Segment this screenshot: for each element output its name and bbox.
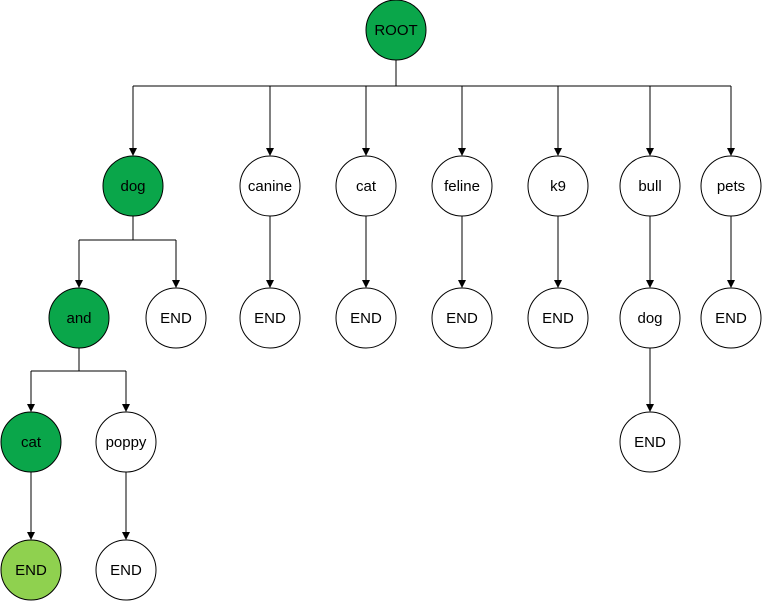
- node-label-poppy_end: END: [110, 562, 142, 579]
- node-circle-pets_end: [700, 287, 762, 349]
- node-label-k9: k9: [550, 178, 566, 195]
- node-label-cat2_end: END: [15, 562, 47, 579]
- node-label-k9_end: END: [542, 310, 574, 327]
- node-root: ROOT: [365, 0, 427, 61]
- node-cat1_end: END: [335, 287, 397, 349]
- node-label-canine_end: END: [254, 310, 286, 327]
- node-feline: feline: [431, 155, 493, 217]
- node-circle-bulldog_end: [619, 411, 681, 473]
- node-canine_end: END: [239, 287, 301, 349]
- node-circle-cat1_end: [335, 287, 397, 349]
- node-pets_end: END: [700, 287, 762, 349]
- node-bull: bull: [619, 155, 681, 217]
- node-label-cat1: cat: [356, 178, 377, 195]
- node-label-root: ROOT: [374, 22, 417, 39]
- node-circle-dog: [102, 155, 164, 217]
- node-label-pets_end: END: [715, 310, 747, 327]
- node-cat2_end: END: [0, 539, 62, 601]
- node-k9: k9: [527, 155, 589, 217]
- node-bulldog_end: END: [619, 411, 681, 473]
- node-label-pets: pets: [717, 178, 745, 195]
- node-and: and: [48, 287, 110, 349]
- node-circle-k9: [527, 155, 589, 217]
- node-circle-canine: [239, 155, 301, 217]
- node-label-bull: bull: [638, 178, 661, 195]
- node-circle-cat2: [0, 411, 62, 473]
- node-label-cat1_end: END: [350, 310, 382, 327]
- node-label-bulldog_end: END: [634, 434, 666, 451]
- node-circle-root: [365, 0, 427, 61]
- node-dog: dog: [102, 155, 164, 217]
- node-label-dog: dog: [120, 178, 145, 195]
- node-circle-feline: [431, 155, 493, 217]
- node-pets: pets: [700, 155, 762, 217]
- node-circle-dog_end: [145, 287, 207, 349]
- node-label-and: and: [66, 310, 91, 327]
- node-circle-k9_end: [527, 287, 589, 349]
- node-canine: canine: [239, 155, 301, 217]
- node-circle-canine_end: [239, 287, 301, 349]
- node-circle-cat2_end: [0, 539, 62, 601]
- node-circle-poppy_end: [95, 539, 157, 601]
- node-poppy: poppy: [95, 411, 157, 473]
- node-label-poppy: poppy: [106, 434, 147, 451]
- node-circle-bulldog: [619, 287, 681, 349]
- node-poppy_end: END: [95, 539, 157, 601]
- node-circle-bull: [619, 155, 681, 217]
- node-dog_end: END: [145, 287, 207, 349]
- node-cat2: cat: [0, 411, 62, 473]
- node-label-canine: canine: [248, 178, 292, 195]
- tree-edges: [27, 60, 735, 540]
- node-cat1: cat: [335, 155, 397, 217]
- node-label-feline: feline: [444, 178, 480, 195]
- node-label-bulldog: dog: [637, 310, 662, 327]
- node-circle-poppy: [95, 411, 157, 473]
- node-k9_end: END: [527, 287, 589, 349]
- node-label-dog_end: END: [160, 310, 192, 327]
- node-circle-and: [48, 287, 110, 349]
- node-circle-cat1: [335, 155, 397, 217]
- node-label-feline_end: END: [446, 310, 478, 327]
- node-circle-feline_end: [431, 287, 493, 349]
- node-circle-pets: [700, 155, 762, 217]
- node-label-cat2: cat: [21, 434, 42, 451]
- node-bulldog: dog: [619, 287, 681, 349]
- node-feline_end: END: [431, 287, 493, 349]
